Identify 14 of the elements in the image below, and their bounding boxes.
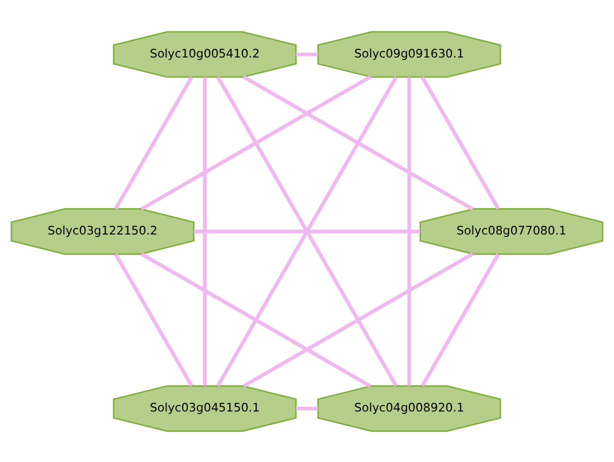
connector [420, 76, 500, 210]
connector [420, 252, 500, 386]
connector [216, 76, 398, 386]
connector [114, 252, 194, 386]
connector [114, 76, 194, 210]
connector [242, 74, 474, 210]
connector [242, 252, 474, 388]
connector [140, 74, 372, 210]
connector [194, 229, 420, 233]
connector [296, 406, 318, 410]
connector [296, 52, 318, 56]
connector [407, 76, 412, 386]
connector [202, 76, 207, 386]
connector [140, 252, 372, 388]
